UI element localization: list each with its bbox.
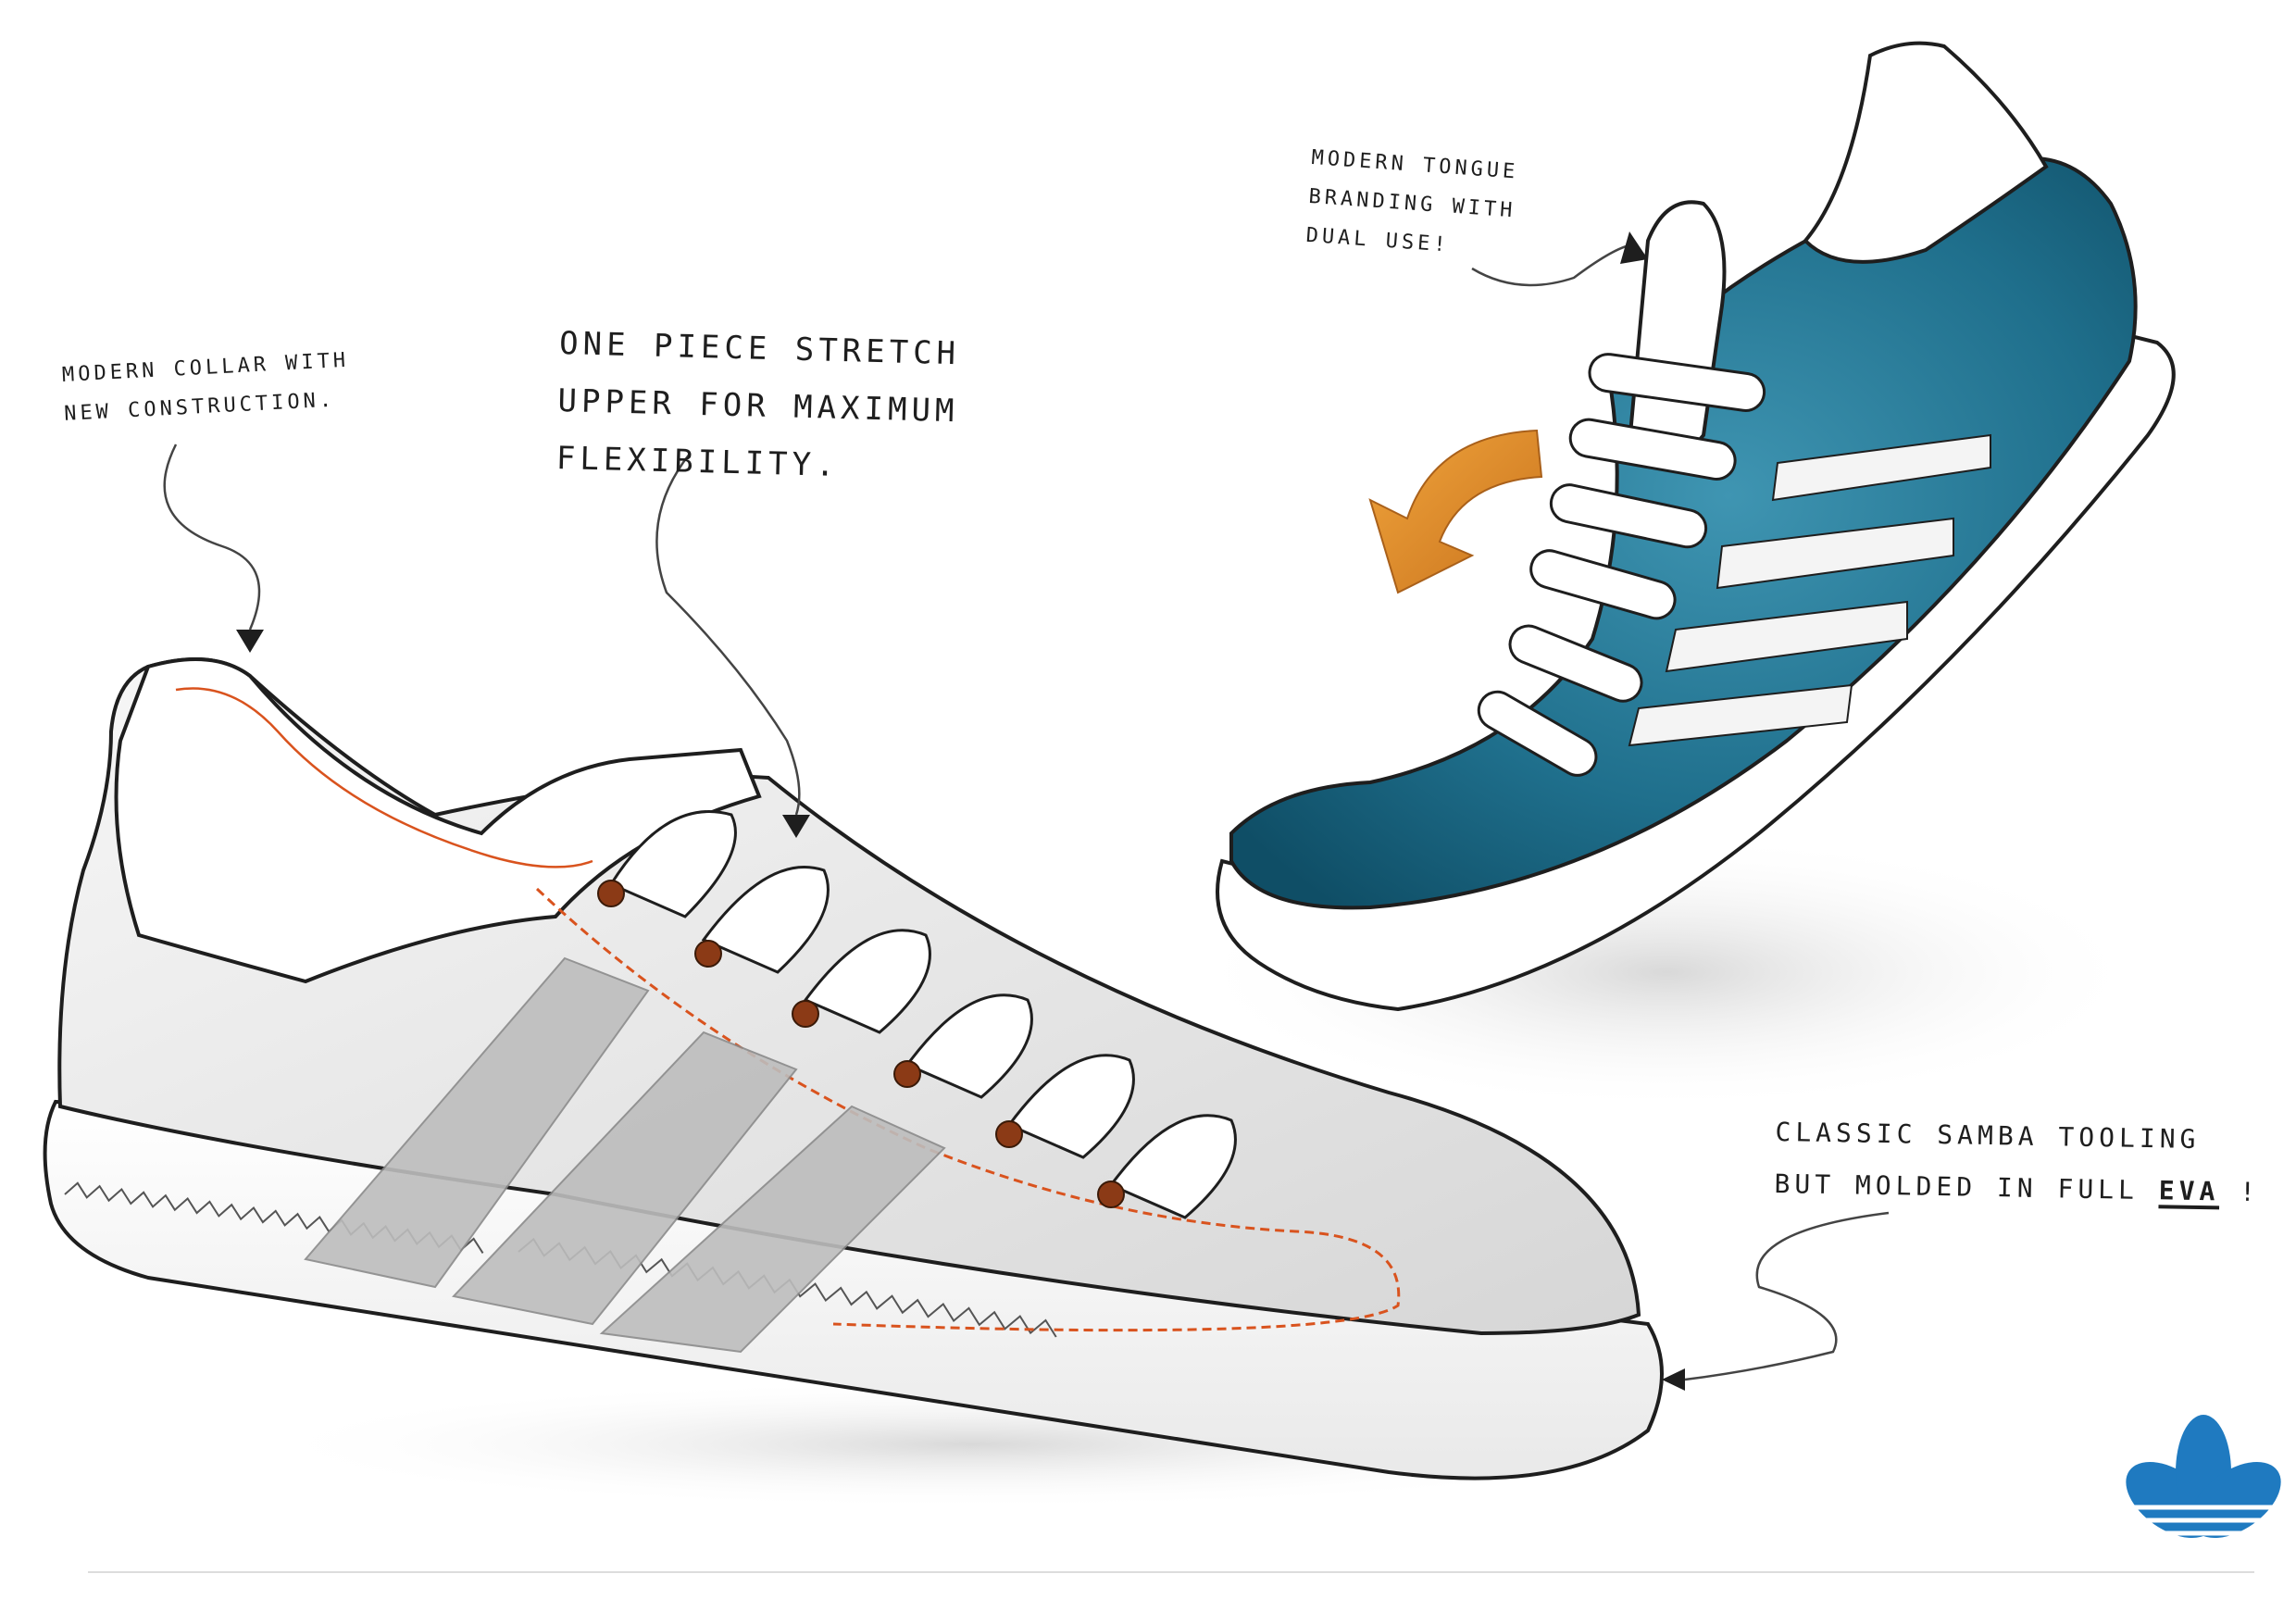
leader-tooling — [1684, 1211, 1890, 1381]
arrowhead-collar — [236, 630, 264, 653]
left-collar-stitch — [175, 687, 593, 868]
annotation-tooling-line1: Classic Samba tooling — [1775, 1116, 2201, 1156]
annotation-collar: Modern collar with new construction. — [61, 342, 352, 434]
leader-collar — [163, 443, 261, 631]
left-three-stripes — [304, 956, 946, 1354]
leader-lines — [163, 244, 1890, 1381]
right-collar — [1803, 41, 2049, 264]
annotation-tooling-eva: EVA — [2158, 1175, 2220, 1207]
annotation-upper-line3: flexibility. — [555, 439, 841, 484]
flex-arrow-icon — [1368, 429, 1543, 594]
annotation-tooling-line2-suffix: ! — [2239, 1176, 2261, 1208]
annotation-tooling-line2: but molded in full EVA ! — [1774, 1158, 2260, 1218]
baseline-rule — [88, 1571, 2254, 1573]
right-shoe-sketch — [1185, 41, 2176, 1111]
right-laces — [1477, 353, 1766, 777]
annotation-upper: One piece stretch upper for maximum flex… — [555, 315, 961, 497]
left-laces — [608, 810, 1237, 1219]
arrowhead-tongue — [1620, 231, 1648, 264]
annotation-upper-line1: One piece stretch — [558, 324, 961, 373]
annotation-tooling-line2-prefix: but molded in full — [1774, 1168, 2140, 1206]
leader-tongue — [1471, 244, 1630, 287]
left-shoe-sketch — [43, 657, 1694, 1509]
left-collar — [114, 657, 762, 984]
annotation-upper-line2: upper for maximum — [557, 381, 959, 431]
trefoil-logo — [2120, 1415, 2287, 1539]
arrowhead-tooling — [1662, 1368, 1685, 1391]
left-eyelets — [597, 880, 1125, 1208]
leader-upper — [655, 453, 801, 816]
arrowhead-upper — [782, 815, 810, 838]
right-three-stripes — [1628, 433, 1991, 747]
leader-arrowheads — [236, 231, 1685, 1391]
annotation-tooling: Classic Samba tooling but molded in full… — [1774, 1106, 2261, 1218]
annotation-tongue: Modern tongue branding with dual use! — [1304, 139, 1519, 269]
